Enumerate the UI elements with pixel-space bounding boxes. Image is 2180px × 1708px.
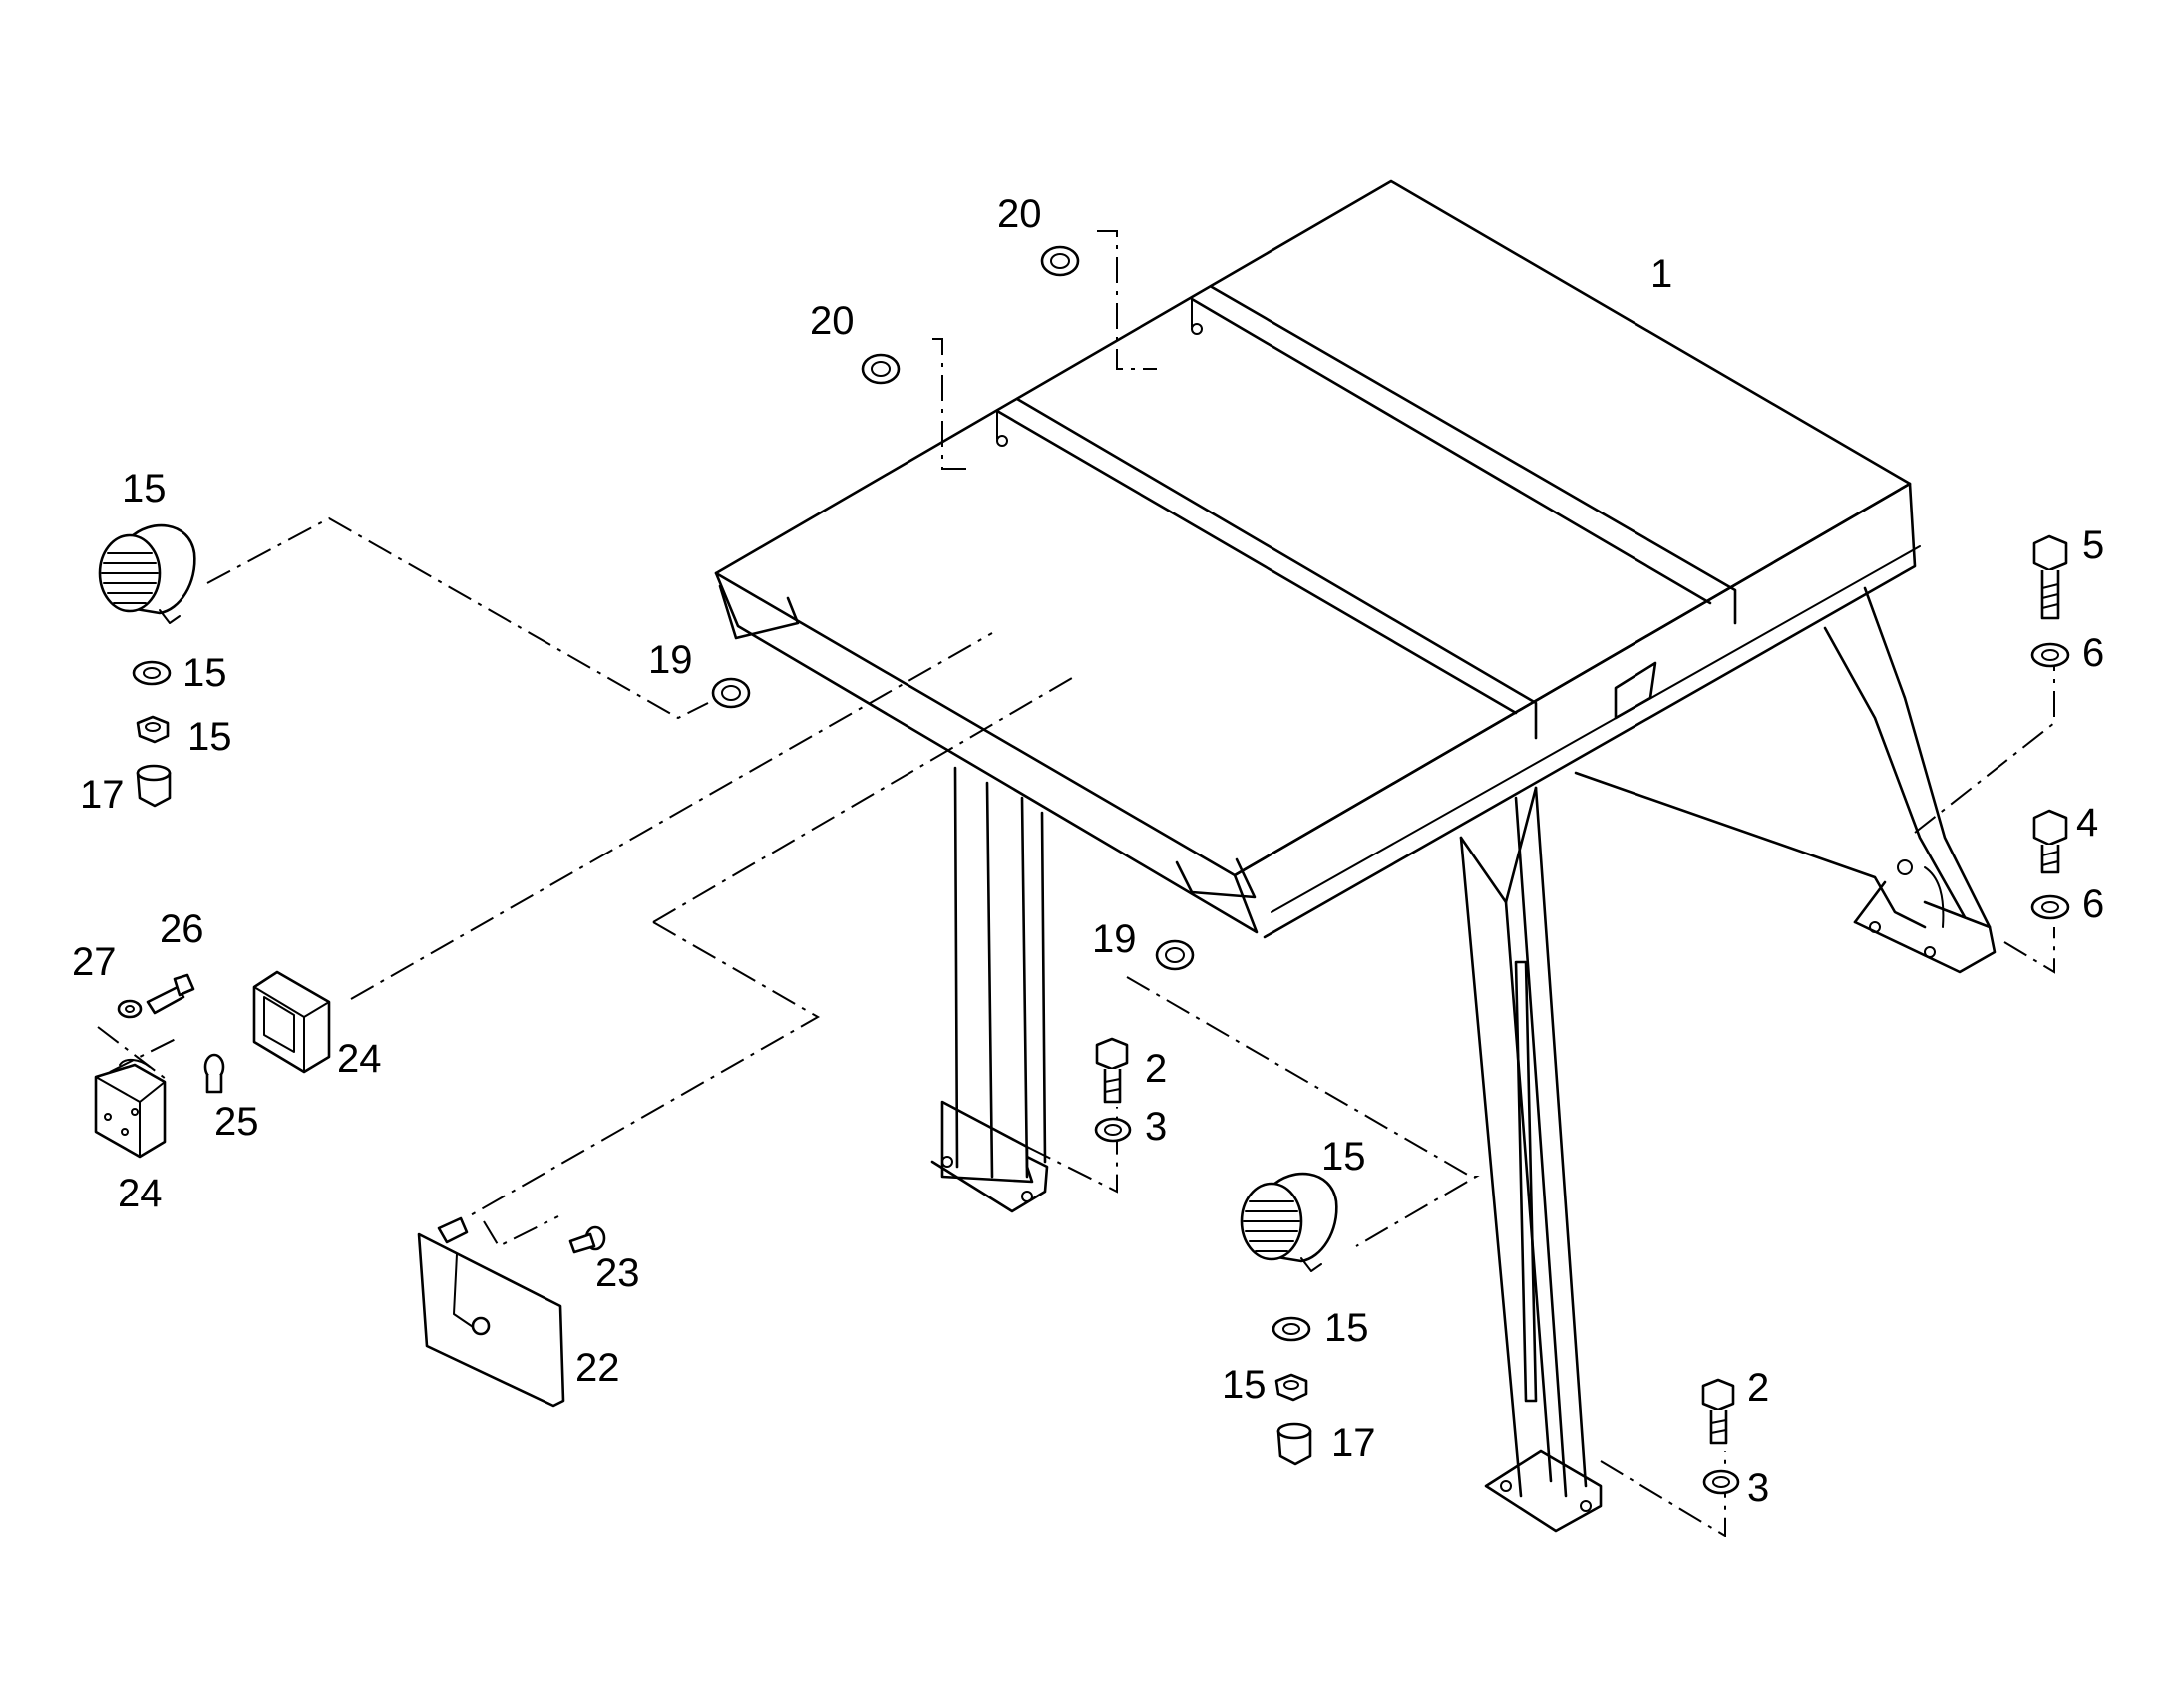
nut-15-right	[1274, 1373, 1308, 1402]
label-washer-3-front: 3	[1145, 1105, 1167, 1149]
grommet-19-left	[711, 677, 751, 709]
label-bolt-4: 4	[2076, 801, 2098, 845]
label-plate-22: 22	[575, 1346, 620, 1390]
label-grommet-19-left: 19	[648, 638, 693, 682]
cup-15-left	[132, 660, 172, 686]
work-lamp-15-left	[98, 523, 196, 624]
plate-22	[417, 1216, 565, 1408]
screw-26	[146, 973, 195, 1015]
grommet-20-front	[861, 353, 901, 385]
nut-15-left	[136, 715, 170, 744]
label-bolt-2-rear: 2	[1747, 1366, 1769, 1410]
work-lamp-15-right	[1240, 1172, 1338, 1272]
label-bolt-5: 5	[2082, 523, 2104, 567]
washer-6-bottom	[2030, 894, 2070, 920]
label-washer-3-rear: 3	[1747, 1466, 1769, 1510]
screw-23	[568, 1225, 606, 1254]
grommet-19-right	[1155, 939, 1195, 971]
label-cap-17-left: 17	[80, 773, 125, 817]
label-frame-1: 1	[1650, 252, 1672, 296]
lamp-housing-24	[252, 970, 331, 1074]
frame-legs	[930, 586, 1997, 1533]
label-screw-23: 23	[595, 1251, 640, 1295]
bolt-5	[2032, 534, 2068, 620]
label-cup-15-left: 15	[182, 651, 227, 695]
label-grommet-20-front: 20	[810, 299, 855, 343]
cap-17-left	[136, 764, 172, 808]
label-screw-26: 26	[160, 907, 204, 951]
washer-6-top	[2030, 642, 2070, 668]
label-lamp-15-right: 15	[1321, 1135, 1366, 1179]
label-grommet-19-right: 19	[1092, 917, 1137, 961]
lamp-body-24	[94, 1059, 167, 1159]
bolt-2-front	[1095, 1037, 1129, 1104]
label-grommet-20-rear: 20	[997, 192, 1042, 236]
label-bulb-25: 25	[214, 1100, 259, 1144]
label-bolt-2-front: 2	[1145, 1047, 1167, 1091]
label-washer-6-bottom: 6	[2082, 882, 2104, 926]
leader-lines	[97, 230, 2055, 1537]
callout-labels: 1 2 3 2 3 4 5 6 6 15 15 15 17 15 15 15 1…	[72, 192, 2104, 1510]
bolt-4	[2032, 809, 2068, 874]
grommet-20-rear	[1040, 245, 1080, 277]
washer-3-front	[1094, 1117, 1132, 1143]
label-cap-17-right: 17	[1331, 1421, 1376, 1465]
label-nut-15-right: 15	[1222, 1363, 1267, 1407]
frame-1	[714, 179, 1921, 939]
washer-27	[117, 999, 143, 1019]
washer-3-rear	[1702, 1469, 1740, 1495]
label-nut-15-left: 15	[187, 715, 232, 759]
label-lamp-body-24: 24	[118, 1172, 163, 1215]
label-lamp-housing-24: 24	[337, 1037, 382, 1081]
label-lamp-15-left: 15	[122, 467, 167, 511]
bolt-2-rear	[1701, 1378, 1735, 1445]
cap-17-right	[1276, 1422, 1312, 1466]
label-cup-15-right: 15	[1324, 1306, 1369, 1350]
label-washer-6-top: 6	[2082, 631, 2104, 675]
cup-15-right	[1272, 1316, 1311, 1342]
label-washer-27: 27	[72, 940, 117, 984]
bulb-25	[203, 1053, 225, 1094]
